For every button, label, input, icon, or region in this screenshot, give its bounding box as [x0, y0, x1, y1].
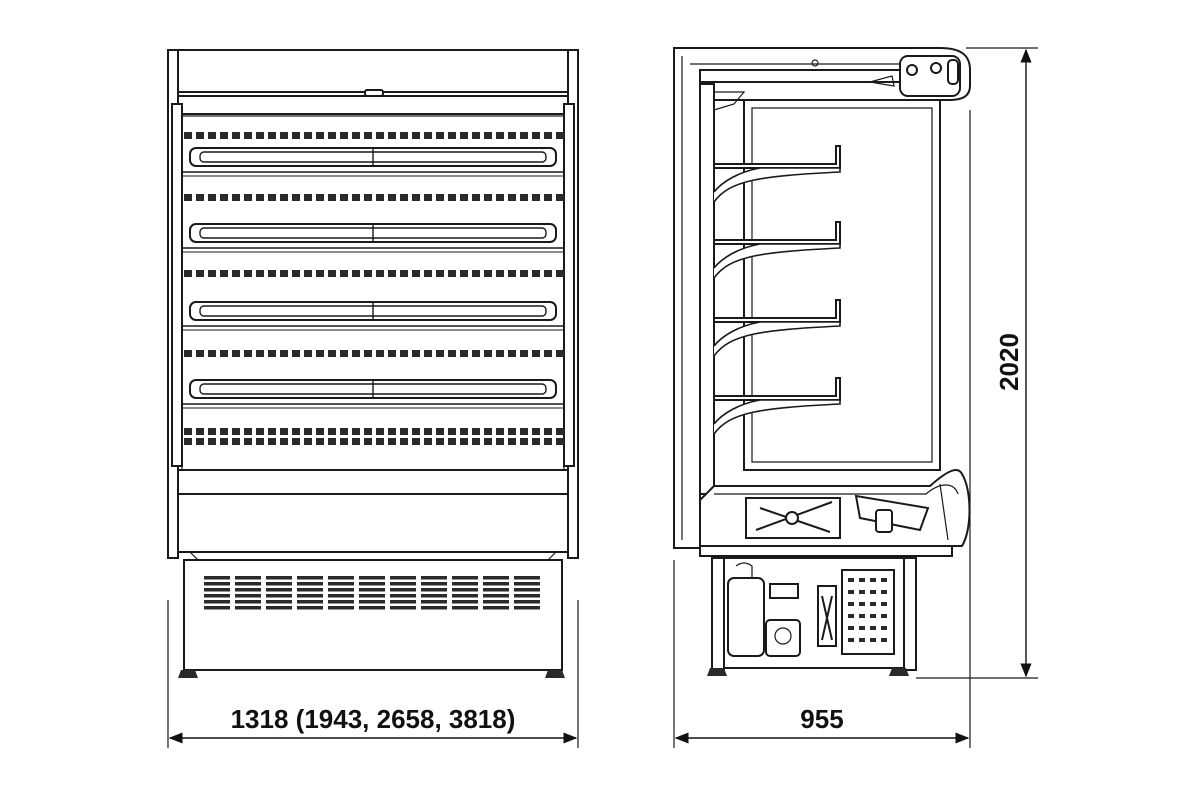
- width-dimension-label: 1318 (1943, 2658, 3818): [231, 704, 516, 734]
- depth-dimension-label: 955: [800, 704, 843, 734]
- side-view: [673, 47, 971, 676]
- front-lower-panel: [177, 469, 569, 495]
- front-vent-row: [184, 194, 564, 201]
- grille-slot-group: [297, 576, 323, 610]
- side-shelves: [713, 145, 841, 435]
- front-vent-row: [184, 350, 564, 357]
- front-view: [167, 49, 579, 678]
- front-vent-row: [184, 132, 564, 139]
- grille-slot-group: [483, 576, 509, 610]
- front-shelf: [182, 301, 564, 331]
- front-bumper: [177, 493, 569, 553]
- side-fan: [854, 494, 930, 533]
- grille-slot-group: [421, 576, 447, 610]
- side-foot-right: [889, 668, 909, 676]
- front-shelf: [182, 147, 564, 177]
- front-shelves: [182, 132, 564, 445]
- grille-slot-group: [390, 576, 416, 610]
- grille-slot-group: [266, 576, 292, 610]
- side-condenser-fan: [817, 585, 837, 647]
- grille-slot-group: [328, 576, 354, 610]
- side-foot-left: [707, 668, 727, 676]
- side-shelf: [713, 377, 841, 435]
- dimension-lines: 1318 (1943, 2658, 3818) 955 2020: [167, 47, 1038, 748]
- front-shelf: [182, 223, 564, 253]
- front-shelf: [182, 379, 564, 409]
- side-shelf: [713, 145, 841, 203]
- grille-slot-group: [514, 576, 540, 610]
- front-foot-left: [178, 670, 198, 678]
- front-vent-row: [184, 270, 564, 277]
- side-shelf: [713, 221, 841, 279]
- front-left-post: [171, 103, 183, 467]
- grille-slot-group: [235, 576, 261, 610]
- coil-pattern: [848, 578, 887, 642]
- front-foot-right: [545, 670, 565, 678]
- grille-slot-group: [204, 576, 230, 610]
- front-right-post: [563, 103, 575, 467]
- side-shelf: [713, 299, 841, 357]
- front-canopy: [167, 49, 579, 93]
- side-compressor: [727, 577, 765, 657]
- grille-slot-group: [359, 576, 385, 610]
- side-cavity: [743, 99, 941, 471]
- front-vent-row: [184, 428, 564, 445]
- front-grille: [204, 576, 540, 610]
- height-dimension-label: 2020: [994, 333, 1024, 391]
- grille-slot-group: [452, 576, 478, 610]
